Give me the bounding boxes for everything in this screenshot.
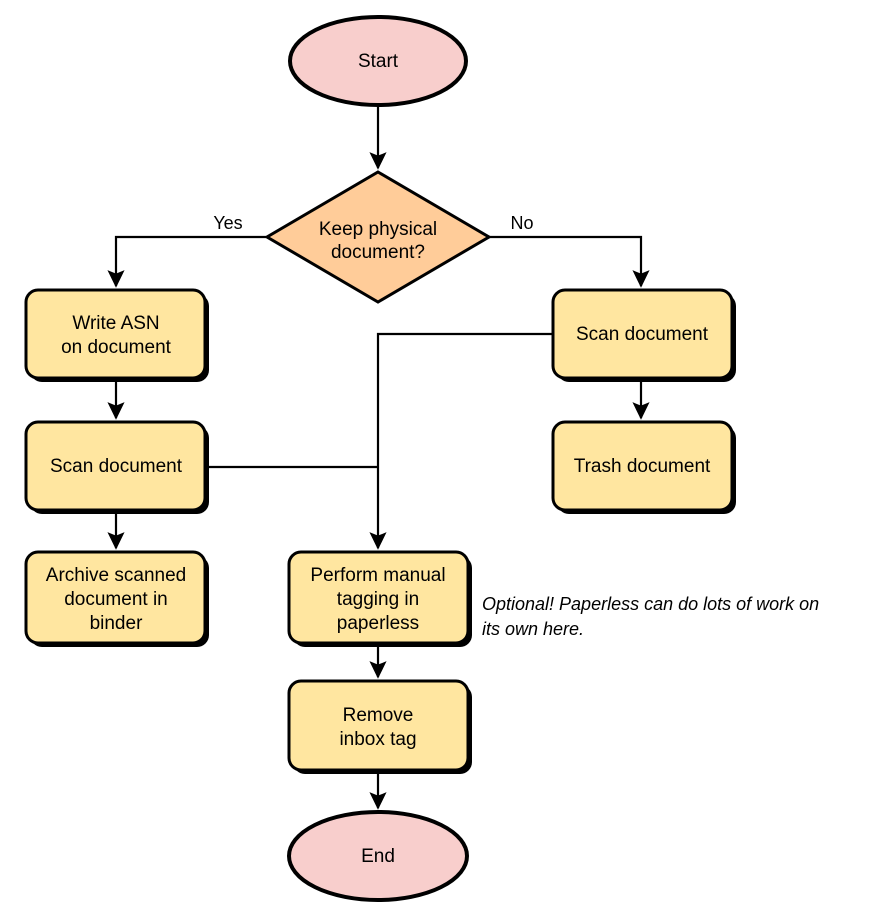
edge-scanright-to-tagging (369, 332, 553, 550)
archive-label-line3: binder (90, 613, 143, 634)
archive-label-line1: Archive scanned (46, 565, 186, 586)
trash-label: Trash document (574, 456, 711, 477)
node-scan-document-right[interactable]: Scan document (551, 288, 736, 382)
edge-label-no: No (510, 213, 533, 233)
decision-diamond (264, 170, 492, 304)
decision-label-line2: document? (331, 242, 425, 263)
end-label: End (361, 846, 395, 867)
edge-label-yes: Yes (213, 213, 242, 233)
node-perform-manual-tagging[interactable]: Perform manual tagging in paperless (287, 550, 472, 647)
write-asn-label-line2: on document (61, 337, 172, 358)
scan-right-label: Scan document (576, 324, 709, 345)
edge-decision-yes (107, 235, 266, 288)
tagging-label-line1: Perform manual (310, 565, 445, 586)
tagging-label-line3: paperless (337, 613, 419, 634)
write-asn-box (24, 288, 207, 380)
annotation-line2: its own here. (482, 619, 584, 639)
node-decision-keep-physical-document[interactable]: Keep physical document? (264, 170, 492, 304)
node-start[interactable]: Start (288, 15, 468, 107)
decision-label-line1: Keep physical (319, 219, 437, 240)
scan-right-box (551, 288, 734, 380)
remove-inbox-label-line1: Remove (343, 705, 414, 726)
tagging-label-line2: tagging in (337, 589, 419, 610)
node-scan-document-left[interactable]: Scan document (24, 420, 209, 514)
node-write-asn-on-document[interactable]: Write ASN on document (24, 288, 209, 382)
scan-left-box (24, 420, 207, 512)
node-archive-scanned-document[interactable]: Archive scanned document in binder (24, 550, 209, 647)
node-remove-inbox-tag[interactable]: Remove inbox tag (287, 679, 472, 774)
annotation-line1: Optional! Paperless can do lots of work … (482, 594, 819, 614)
write-asn-label-line1: Write ASN (72, 313, 159, 334)
trash-box (551, 420, 734, 512)
remove-inbox-box (287, 679, 470, 772)
start-label: Start (358, 51, 399, 72)
archive-label-line2: document in (64, 589, 168, 610)
archive-box (24, 550, 207, 645)
remove-inbox-label-line2: inbox tag (339, 729, 416, 750)
tagging-box (287, 550, 470, 645)
node-trash-document[interactable]: Trash document (551, 420, 736, 514)
node-end[interactable]: End (287, 810, 469, 902)
scan-left-label: Scan document (50, 456, 183, 477)
end-ellipse (287, 810, 469, 902)
edge-decision-no (489, 235, 650, 288)
start-ellipse (288, 15, 468, 107)
annotation-optional-paperless: Optional! Paperless can do lots of work … (482, 594, 819, 639)
